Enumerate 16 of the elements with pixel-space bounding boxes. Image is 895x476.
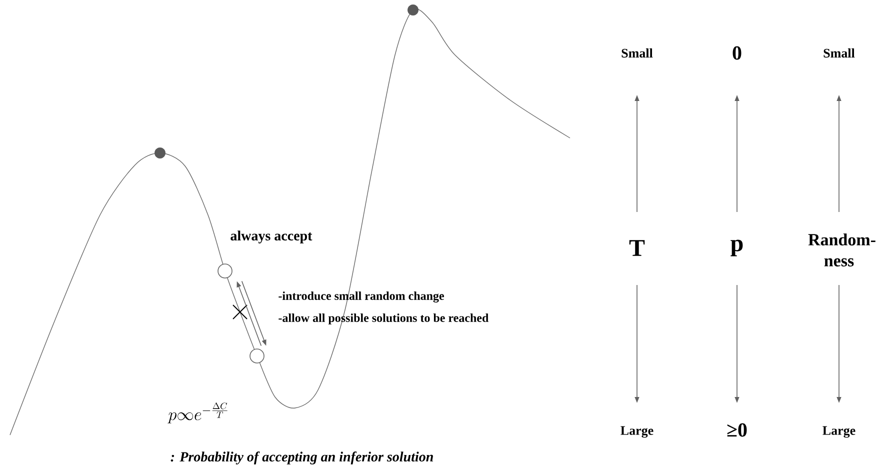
circle-marker bbox=[250, 348, 264, 364]
scale-label: Small bbox=[824, 48, 855, 58]
scale-label: ≥0 bbox=[727, 423, 747, 437]
scale-label: p bbox=[730, 240, 743, 256]
scale-label: Large bbox=[620, 426, 654, 438]
scale-label: Random-ness bbox=[808, 234, 876, 266]
circle-marker bbox=[218, 264, 232, 278]
probability-formula: $p \infty e^{-\frac{\Delta C}{T}}$ bbox=[168, 402, 228, 424]
caption: : Probability of accepting an inferior solution bbox=[170, 452, 433, 464]
scale-label: Small bbox=[622, 48, 653, 58]
annotation-text: always accept bbox=[230, 230, 312, 244]
scale-label: Large bbox=[822, 426, 856, 438]
annotation-text: -introduce small random change bbox=[278, 292, 444, 302]
scale-label: T bbox=[629, 240, 645, 256]
scale-label: 0 bbox=[732, 46, 742, 60]
annotation-text: -allow all possible solutions to be reached bbox=[278, 314, 489, 324]
